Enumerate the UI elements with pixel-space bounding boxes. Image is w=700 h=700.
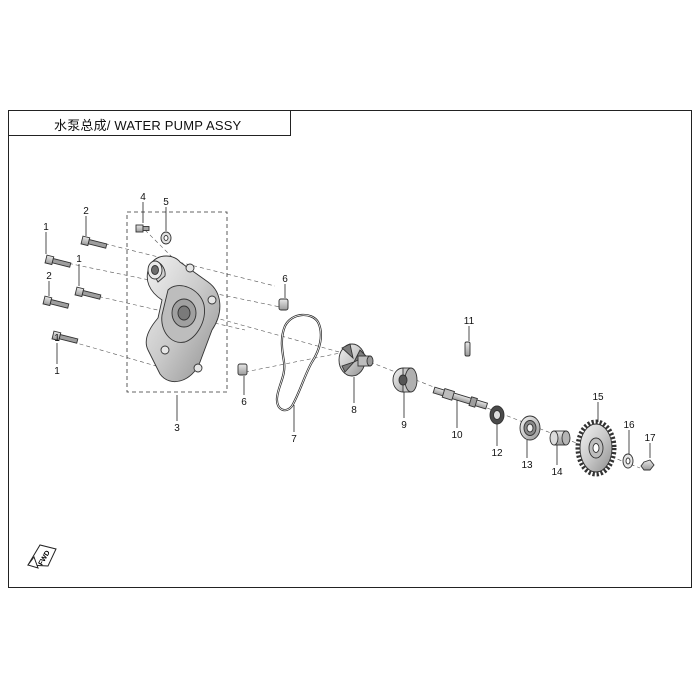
callout-13: 13 [521, 460, 533, 471]
callout-leaders [45, 202, 651, 465]
front-direction-marker: FWD [27, 544, 57, 569]
oil-seal [489, 405, 505, 425]
callout-16: 16 [623, 420, 635, 431]
callout-1-top: 1 [43, 222, 49, 233]
callout-10: 10 [451, 430, 463, 441]
callout-15: 15 [592, 392, 604, 403]
callout-2-left: 2 [46, 271, 52, 282]
bearing [519, 415, 541, 441]
callout-12: 12 [491, 448, 503, 459]
bushing [549, 430, 571, 446]
pump-cover-group-box [126, 211, 228, 393]
callout-3: 3 [174, 423, 180, 434]
small-bolt-and-washer [135, 224, 172, 245]
callout-6-bottom: 6 [241, 397, 247, 408]
bolt-parts [42, 235, 108, 344]
callout-14: 14 [551, 467, 563, 478]
page-title: 水泵总成/ WATER PUMP ASSY [54, 118, 242, 133]
impeller [338, 343, 374, 377]
mechanical-seal [392, 367, 418, 393]
dowel-pins [237, 298, 289, 376]
diagram-frame [8, 110, 692, 588]
title-box [8, 110, 291, 136]
water-pump-cover [145, 255, 221, 383]
callout-17: 17 [644, 433, 656, 444]
drive-gear [575, 419, 617, 477]
pump-shaft [432, 386, 489, 410]
callout-1-lower: 1 [54, 333, 60, 344]
callout-1-bottom: 1 [54, 366, 60, 377]
washer-and-nut [622, 453, 655, 471]
callout-5: 5 [163, 197, 169, 208]
callout-9: 9 [401, 420, 407, 431]
callout-8: 8 [351, 405, 357, 416]
callout-labels: 1 2 4 5 1 6 2 1 1 3 6 7 8 9 10 11 12 13 … [43, 192, 656, 478]
callout-4: 4 [140, 192, 146, 203]
callout-11: 11 [464, 316, 475, 327]
callout-7: 7 [291, 434, 297, 445]
callout-2-top: 2 [83, 206, 89, 217]
callout-6-top: 6 [282, 274, 288, 285]
shaft-pin [464, 341, 471, 357]
callout-1-middle: 1 [76, 254, 82, 265]
